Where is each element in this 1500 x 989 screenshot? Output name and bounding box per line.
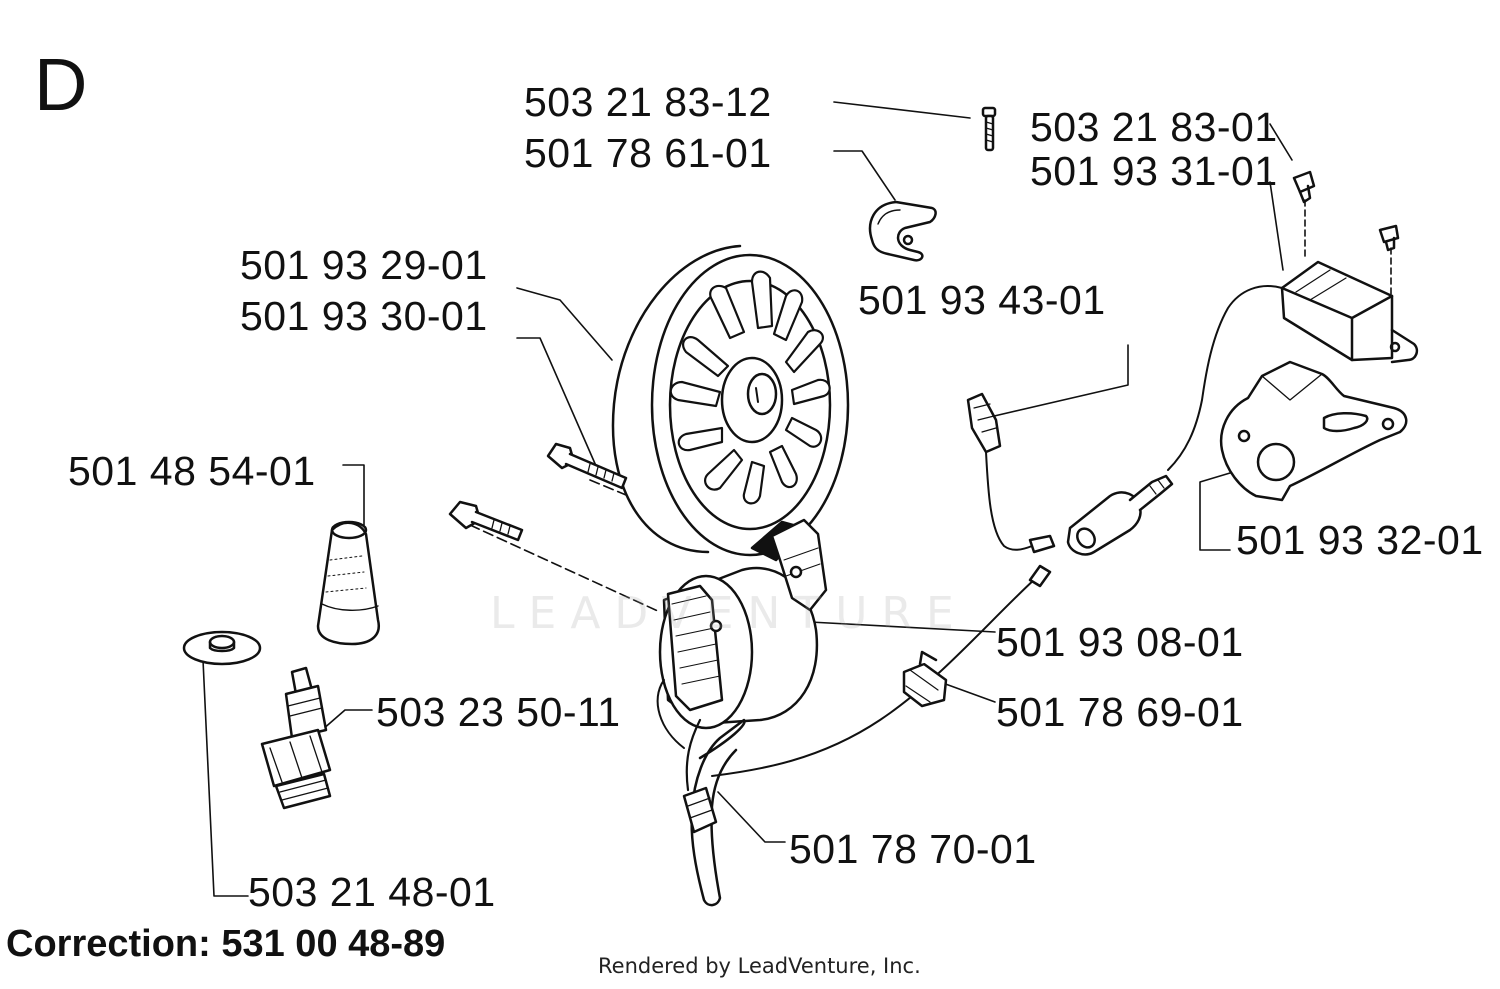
- part-label-spark-plug[interactable]: 503 23 50-11: [376, 689, 621, 735]
- part-label-bracket[interactable]: 501 93 32-01: [1236, 517, 1484, 563]
- washer-part: [182, 630, 262, 666]
- terminal-part: [966, 392, 1056, 554]
- part-label-clamp-top[interactable]: 501 78 61-01: [524, 130, 772, 176]
- bracket-part: [1219, 360, 1408, 502]
- cable-clip-part: [902, 650, 948, 708]
- part-label-cable-clip[interactable]: 501 78 69-01: [996, 689, 1244, 735]
- rendered-by-footer: Rendered by LeadVenture, Inc.: [598, 954, 921, 978]
- part-label-spark-cap[interactable]: 501 48 54-01: [68, 448, 316, 494]
- part-label-terminal[interactable]: 501 93 43-01: [858, 277, 1106, 323]
- hose-clip-part: [682, 786, 718, 834]
- part-label-module-screw[interactable]: 503 21 83-01: [1030, 104, 1278, 150]
- part-label-ignition-coil[interactable]: 501 93 08-01: [996, 619, 1244, 665]
- screw-top-part: [981, 106, 997, 152]
- part-label-flywheel-a[interactable]: 501 93 29-01: [240, 242, 488, 288]
- part-label-hose-clip[interactable]: 501 78 70-01: [789, 826, 1037, 872]
- part-label-module[interactable]: 501 93 31-01: [1030, 148, 1278, 194]
- ignition-module-part: [1167, 170, 1419, 471]
- watermark-text: LEADVENTURE: [490, 588, 968, 639]
- part-label-washer[interactable]: 503 21 48-01: [248, 869, 496, 915]
- section-letter: D: [34, 43, 88, 126]
- spark-cap-part: [316, 520, 381, 646]
- ignition-coil-part: [656, 518, 828, 792]
- leader-lines: [202, 101, 1392, 897]
- part-label-flywheel-b[interactable]: 501 93 30-01: [240, 293, 488, 339]
- spark-plug-part: [260, 666, 332, 810]
- flywheel-part: [611, 244, 850, 562]
- connector-boot-part: [1066, 474, 1174, 556]
- part-label-screw-top[interactable]: 503 21 83-12: [524, 79, 772, 125]
- clamp-top-part: [868, 200, 937, 262]
- correction-note: Correction: 531 00 48-89: [6, 923, 446, 965]
- bolts-part: [448, 442, 628, 542]
